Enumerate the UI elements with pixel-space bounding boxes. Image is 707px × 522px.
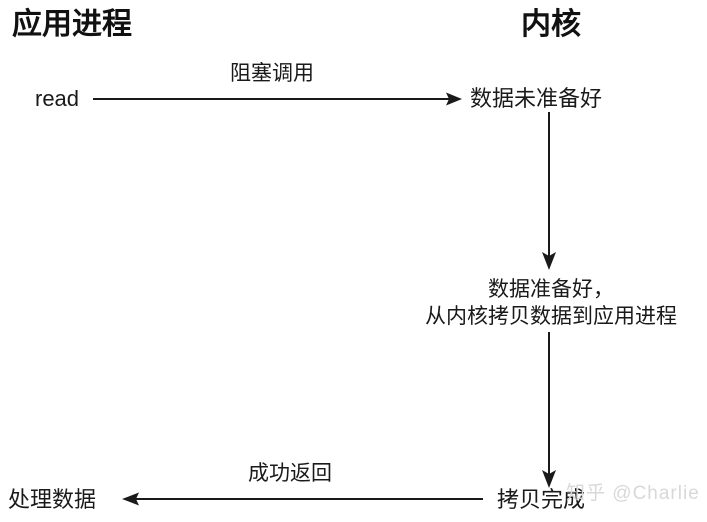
node-label-read: read bbox=[35, 86, 80, 111]
lane-title-kernel: 内核 bbox=[521, 8, 581, 41]
edge-label-blocking-call: 阻塞调用 bbox=[230, 62, 314, 85]
lane-title-application-process: 应用进程 bbox=[12, 8, 132, 41]
edge-label-success-return: 成功返回 bbox=[248, 462, 332, 485]
node-label-data-not-ready: 数据未准备好 bbox=[470, 86, 603, 111]
arrow-blocking-call bbox=[93, 92, 462, 106]
node-label-data-ready-block: 数据准备好， 从内核拷贝数据到应用进程 bbox=[425, 276, 677, 330]
node-label-data-ready-line2: 从内核拷贝数据到应用进程 bbox=[425, 305, 677, 328]
arrow-success-return bbox=[122, 492, 483, 506]
node-label-data-ready-line1: 数据准备好， bbox=[488, 278, 614, 301]
watermark: 知乎 @Charlie bbox=[566, 483, 700, 504]
node-label-process-data: 处理数据 bbox=[8, 487, 97, 512]
node-label-copy-done: 拷贝完成 bbox=[497, 487, 586, 512]
arrow-kernel-copying bbox=[542, 332, 556, 488]
arrow-kernel-waiting bbox=[542, 112, 556, 270]
